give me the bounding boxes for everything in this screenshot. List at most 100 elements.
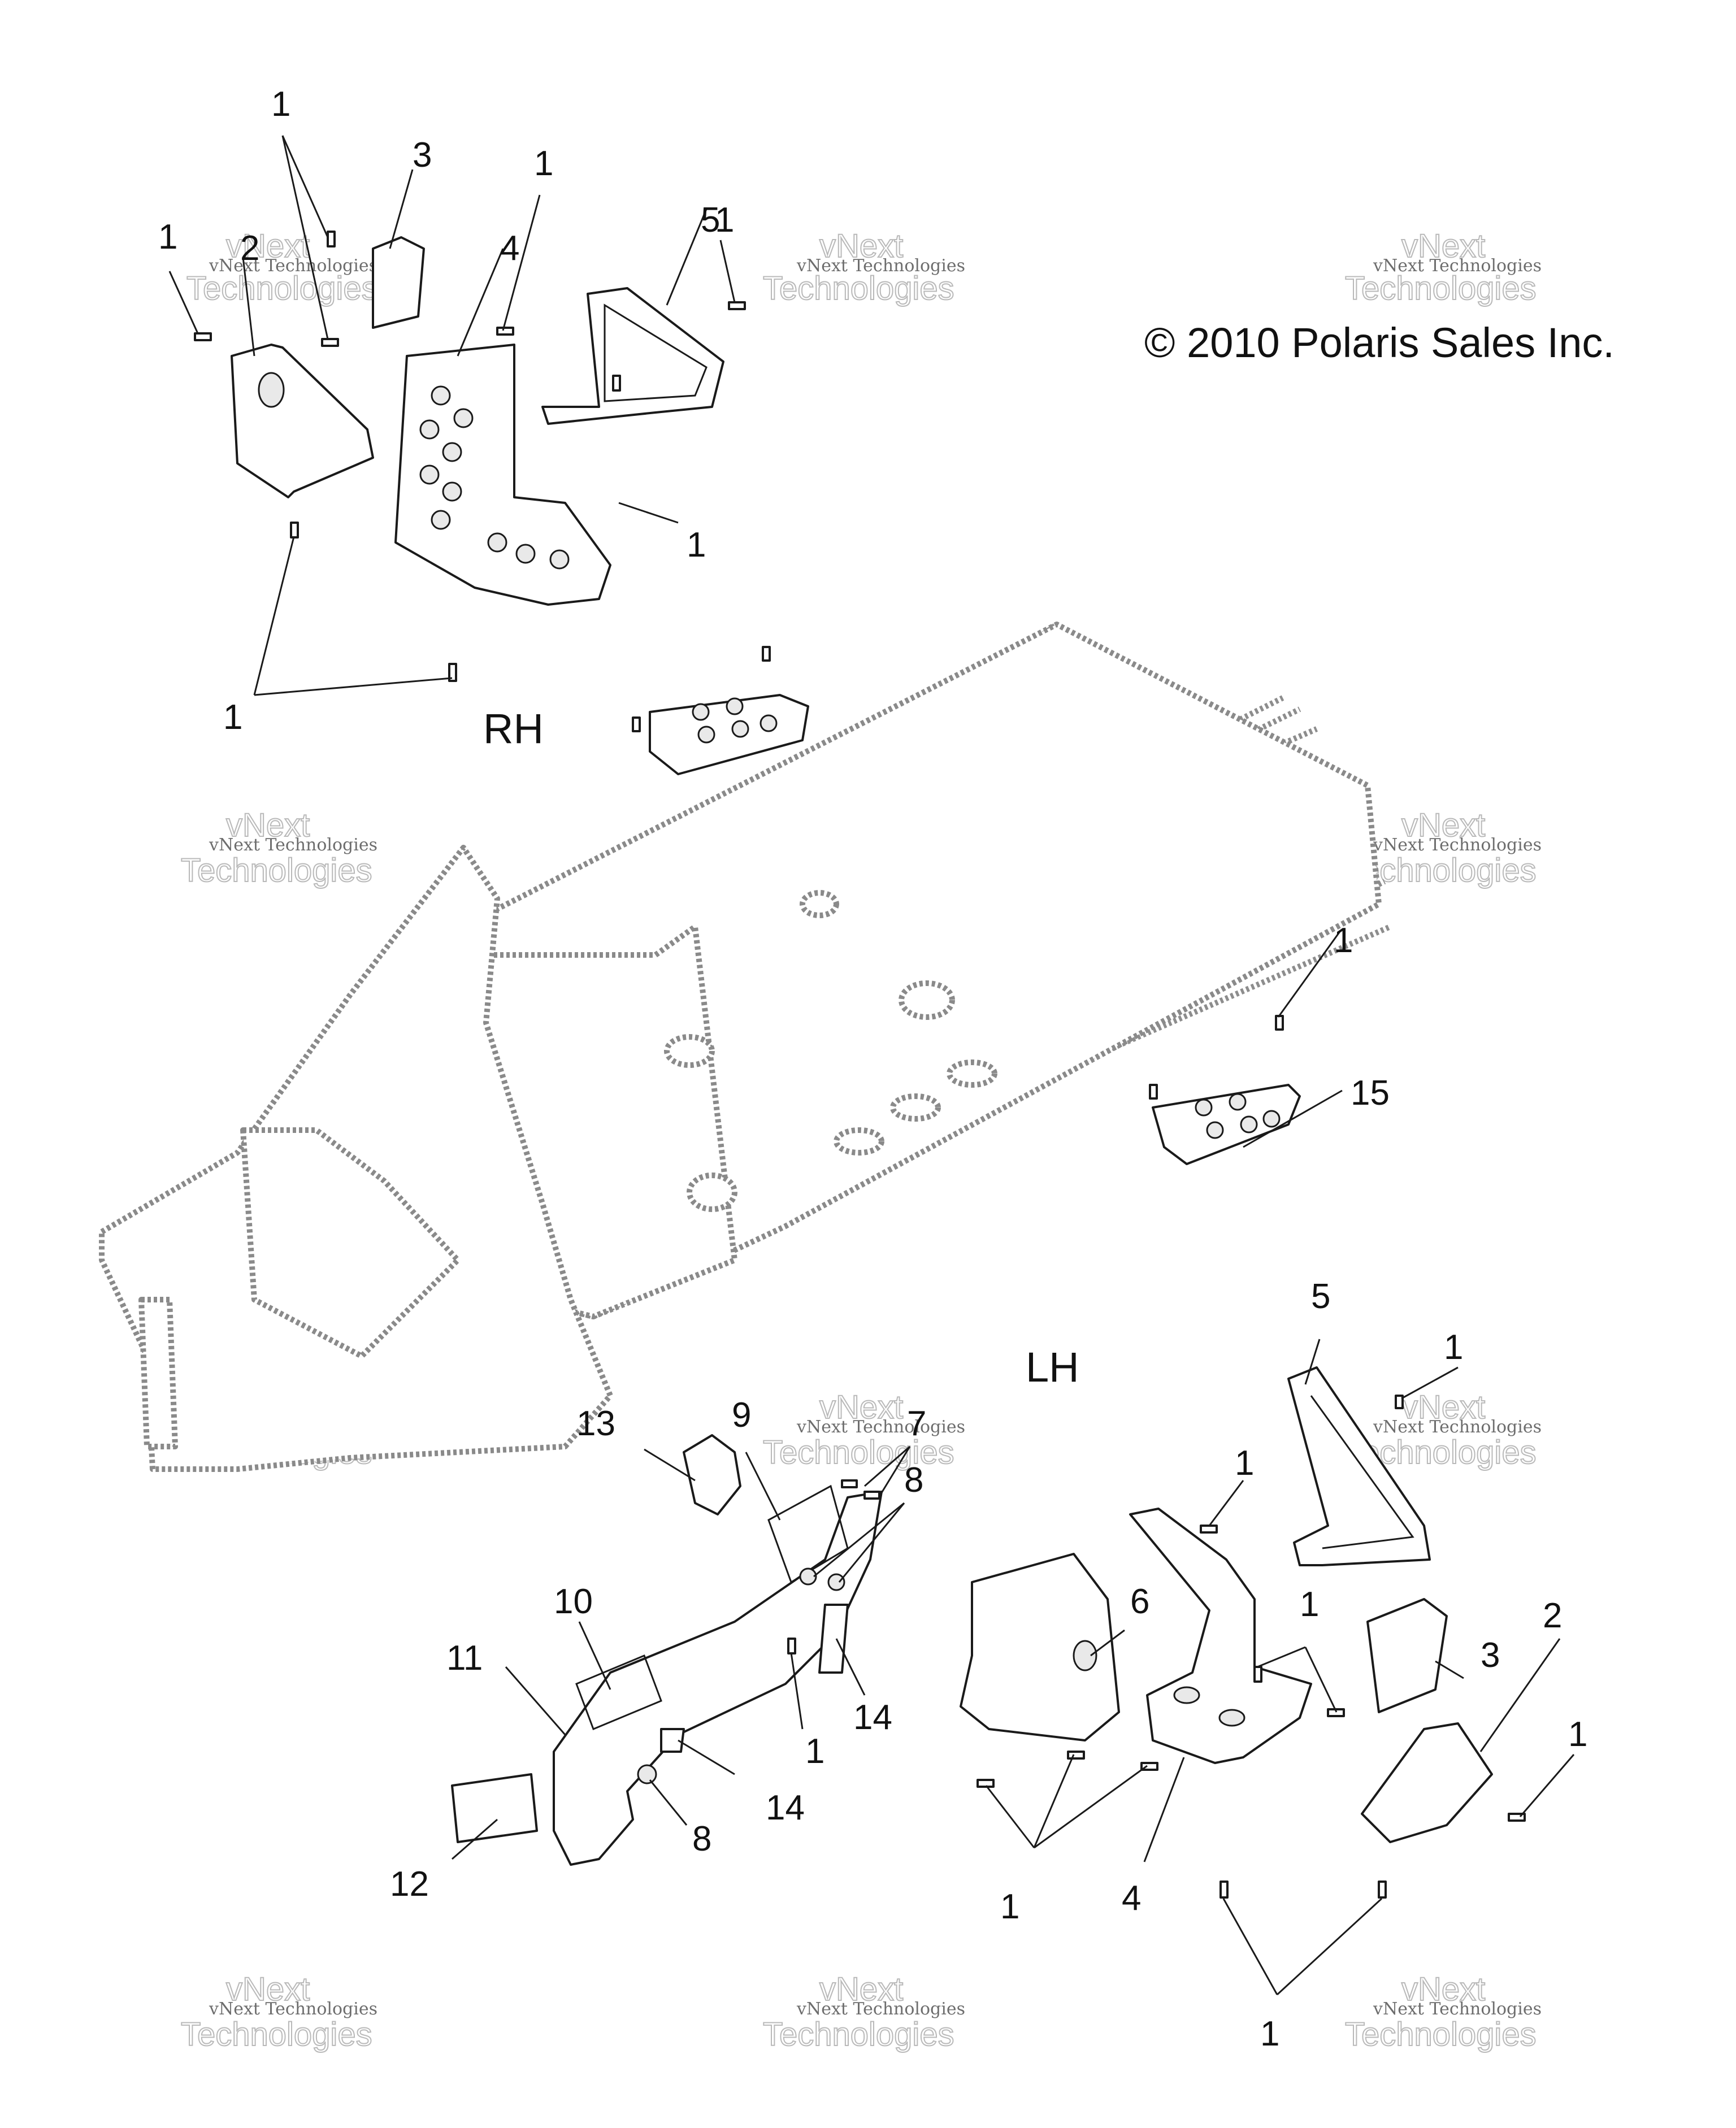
fastener-icon — [787, 1638, 796, 1654]
callout: 4 — [1122, 1879, 1141, 1918]
callout: 12 — [390, 1865, 429, 1904]
watermark-vnext: vNext — [819, 228, 903, 264]
callout: 1 — [687, 526, 706, 564]
watermark-vnext: vNext — [1401, 1389, 1485, 1426]
callout: 1 — [1568, 1715, 1587, 1754]
watermark: vNext vNext Technologies Technologies — [762, 1970, 965, 2053]
callout: 5 — [1311, 1277, 1330, 1316]
part-5-lh — [1287, 1366, 1431, 1566]
fastener-icon — [976, 1779, 995, 1788]
watermark-technologies: Technologies — [181, 852, 372, 889]
part-3-lh — [1366, 1598, 1448, 1713]
watermark-text: vNext Technologies — [796, 1999, 965, 2019]
watermark-text: vNext Technologies — [1373, 835, 1542, 855]
chassis-tunnel — [99, 622, 1392, 1472]
part-14-rod — [660, 1728, 685, 1753]
callout: 1 — [715, 201, 734, 240]
fastener-icon — [194, 332, 212, 341]
watermark-text: vNext Technologies — [209, 835, 377, 855]
fastener-icon — [1253, 1666, 1262, 1683]
part-12 — [451, 1773, 538, 1843]
callout: 1 — [805, 1732, 824, 1771]
fastener-icon — [1219, 1881, 1229, 1899]
watermark-technologies: Technologies — [181, 2016, 372, 2053]
fastener-icon — [632, 716, 641, 732]
part-14-rod — [818, 1604, 849, 1674]
part-4-rh — [394, 344, 611, 606]
rh-parts — [194, 231, 809, 775]
callout: 5 — [701, 201, 720, 240]
part-8-washer — [637, 1764, 657, 1784]
fastener-icon — [1378, 1881, 1387, 1899]
watermark-text: vNext Technologies — [209, 1999, 377, 2019]
callout: 1 — [223, 698, 242, 737]
watermark: vNext vNext Technologies Technologies — [762, 227, 965, 307]
callout: 2 — [1543, 1596, 1562, 1635]
callout: 8 — [904, 1461, 923, 1500]
part-13 — [683, 1434, 741, 1515]
callout: 14 — [766, 1788, 805, 1827]
watermark-technologies: Technologies — [763, 1434, 954, 1471]
part-8-washer — [827, 1573, 845, 1591]
watermark-vnext: vNext — [226, 1971, 310, 2008]
callout: 3 — [1481, 1636, 1500, 1675]
watermark-text: vNext Technologies — [796, 1417, 965, 1437]
watermark: vNext vNext Technologies Technologies — [762, 1388, 965, 1471]
part-2-rh — [231, 344, 374, 498]
watermark: vNext vNext Technologies Technologies — [1344, 806, 1542, 889]
watermark: vNext vNext Technologies Technologies — [1344, 1388, 1542, 1471]
rh-label: RH — [483, 705, 544, 752]
fastener-icon — [1067, 1751, 1085, 1760]
callout: 13 — [576, 1404, 615, 1443]
callout: 10 — [554, 1582, 593, 1621]
watermark: vNext vNext Technologies Technologies — [1344, 1970, 1542, 2053]
callout: 15 — [1351, 1074, 1390, 1113]
track-guard — [553, 1491, 883, 1866]
callout: 8 — [692, 1819, 711, 1858]
callout: 1 — [1235, 1444, 1254, 1483]
callout: 1 — [1260, 2014, 1279, 2053]
watermark-vnext: vNext — [1401, 1971, 1485, 2008]
watermark-text: vNext Technologies — [1373, 1999, 1542, 2019]
callout: 1 — [534, 144, 553, 183]
watermark-text: vNext Technologies — [1373, 256, 1542, 276]
watermark-technologies: Technologies — [1345, 2016, 1537, 2053]
part-4-holes — [419, 385, 570, 570]
callout: 9 — [732, 1396, 751, 1435]
fastener-icon — [1200, 1525, 1218, 1534]
fastener-icon — [762, 646, 771, 662]
part-6 — [960, 1553, 1120, 1742]
watermark-technologies: Technologies — [186, 270, 378, 307]
watermark-text: vNext Technologies — [1373, 1417, 1542, 1437]
part-4-lh — [1129, 1508, 1312, 1764]
watermark-vnext: vNext — [226, 228, 310, 264]
callouts: 1 1 3 1 1 2 4 5 1 1 1 1 15 5 1 13 9 7 8 … — [158, 85, 1587, 2053]
watermark-text: vNext Technologies — [796, 256, 965, 276]
copyright-notice: © 2010 Polaris Sales Inc. — [1144, 319, 1615, 366]
watermark-vnext: vNext — [819, 1971, 903, 2008]
fastener-icon — [728, 301, 746, 310]
watermark-vnext: vNext — [1401, 807, 1485, 844]
callout: 1 — [271, 85, 290, 124]
callout: 2 — [240, 229, 259, 268]
watermark-vnext: vNext — [819, 1389, 903, 1426]
watermark: vNext vNext Technologies Technologies — [186, 227, 379, 307]
fastener-icon — [327, 231, 336, 247]
watermark: vNext vNext Technologies Technologies — [180, 1970, 377, 2053]
callout: 1 — [1000, 1887, 1019, 1926]
callout: 4 — [500, 229, 519, 268]
callout: 14 — [853, 1698, 892, 1737]
watermark-technologies: Technologies — [763, 270, 954, 307]
lh-label: LH — [1026, 1344, 1079, 1391]
fastener-icon — [841, 1479, 858, 1488]
watermark-technologies: Technologies — [1345, 270, 1537, 307]
callout: 1 — [1444, 1328, 1463, 1367]
part-15 — [1149, 1015, 1301, 1165]
fastener-icon — [448, 663, 457, 682]
watermark-text: vNext Technologies — [209, 256, 377, 276]
callout: 11 — [446, 1639, 483, 1678]
callout: 1 — [1334, 921, 1353, 960]
callout: 7 — [907, 1404, 926, 1443]
callout: 6 — [1130, 1582, 1149, 1621]
